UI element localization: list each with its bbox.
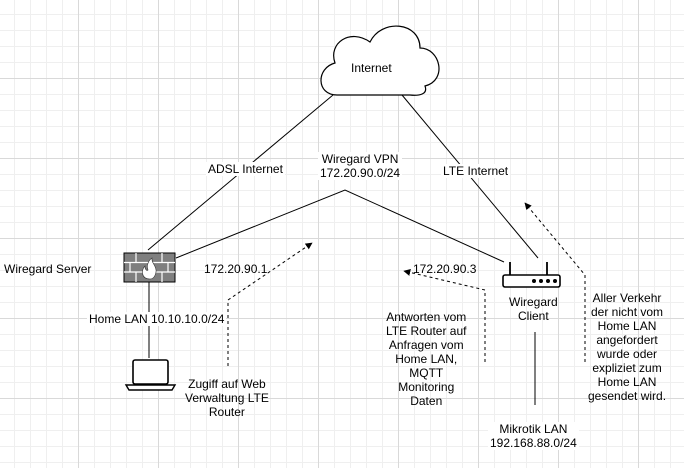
responses-arrow — [403, 269, 486, 362]
web-access-arrow — [227, 242, 313, 366]
adsl-label: ADSL Internet — [206, 162, 285, 176]
cloud-icon — [320, 25, 440, 96]
firewall-icon — [123, 252, 176, 283]
web-access-note-line: Router — [208, 405, 245, 419]
router-icon — [502, 262, 561, 288]
mikrotik-line1: Mikrotik LAN — [499, 422, 568, 436]
other-traffic-note: Aller Verkehr der nicht vom Home LAN ang… — [588, 291, 666, 403]
client-ip: 172.20.90.3 — [413, 262, 477, 276]
responses-note-line: Home LAN, — [395, 352, 458, 366]
responses-note-line: LTE Router auf — [386, 324, 467, 338]
web-access-note: Zugiff auf Web Verwaltung LTE Router — [185, 377, 269, 419]
other-traffic-note-line: expliziet zum — [592, 361, 662, 375]
other-traffic-note-line: Home LAN — [597, 375, 657, 389]
other-traffic-note-line: angefordert — [596, 333, 658, 347]
vpn-label-line2: 172.20.90.0/24 — [320, 166, 401, 180]
internet-label: Internet — [351, 61, 392, 75]
server-ip: 172.20.90.1 — [204, 262, 268, 276]
responses-note-line: Anfragen vom — [388, 338, 464, 352]
lte-label: LTE Internet — [441, 164, 511, 178]
home-lan-label: Home LAN 10.10.10.0/24 — [87, 312, 227, 326]
laptop-icon — [124, 359, 177, 391]
responses-note-line: Antworten vom — [386, 310, 467, 324]
other-traffic-note-line: gesendet wird. — [588, 389, 667, 403]
client-name: Wiregard Client — [509, 295, 558, 323]
vpn-label: Wiregard VPN 172.20.90.0/24 — [318, 152, 403, 180]
client-name-line1: Wiregard — [509, 295, 558, 309]
mikrotik-line2: 192.168.88.0/24 — [490, 436, 577, 450]
other-traffic-arrow — [524, 202, 586, 362]
server-name: Wiregard Server — [4, 262, 92, 276]
other-traffic-note-line: Aller Verkehr — [592, 291, 662, 305]
responses-note: Antworten vom LTE Router auf Anfragen vo… — [386, 310, 466, 408]
web-access-note-line: Verwaltung LTE — [185, 391, 269, 405]
vpn-label-line1: Wiregard VPN — [321, 152, 399, 166]
other-traffic-note-line: der nicht vom — [591, 305, 664, 319]
responses-note-line: Monitoring — [398, 380, 455, 394]
mikrotik-label: Mikrotik LAN 192.168.88.0/24 — [488, 422, 579, 450]
client-name-line2: Client — [518, 309, 549, 323]
responses-note-line: Daten — [410, 394, 443, 408]
other-traffic-note-line: wurde oder — [597, 347, 658, 361]
vpn-link — [175, 189, 505, 263]
responses-note-line: MQTT — [409, 366, 444, 380]
other-traffic-note-line: Home LAN — [597, 319, 657, 333]
web-access-note-line: Zugiff auf Web — [188, 377, 266, 391]
